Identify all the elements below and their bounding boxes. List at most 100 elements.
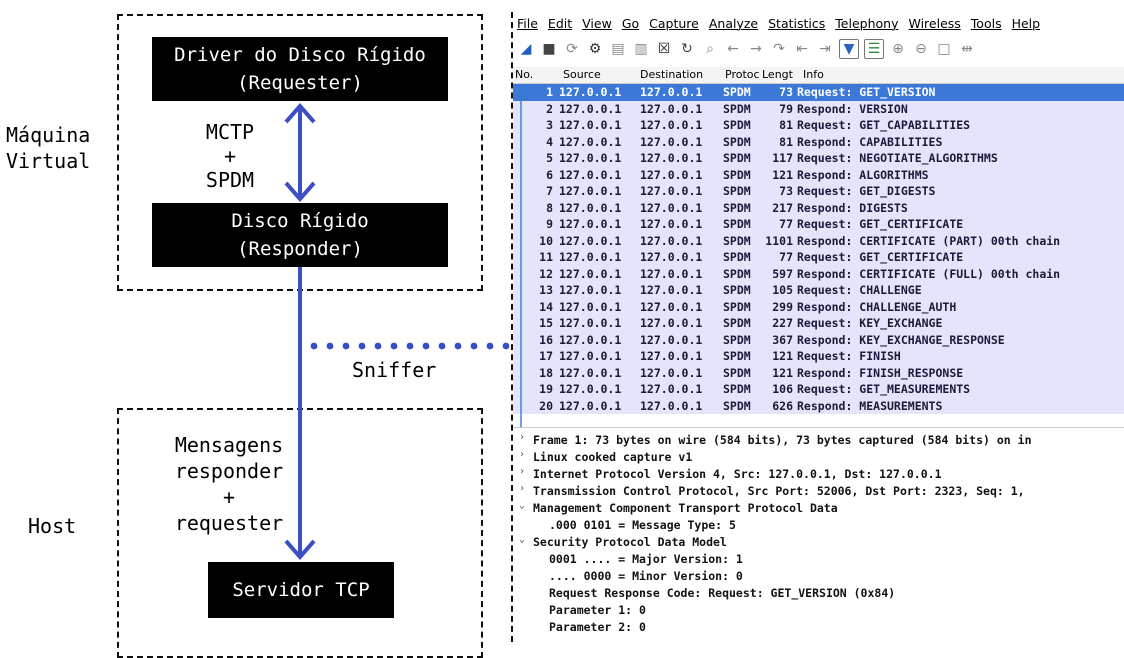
goto-icon[interactable]: ↷ [773,41,785,57]
detail-row[interactable]: Parameter 1: 0 [513,602,1124,619]
menu-view[interactable]: View [582,16,612,31]
menu-statistics[interactable]: Statistics [768,16,826,31]
shark-fin-icon[interactable]: ◢ [520,41,532,57]
col-info[interactable]: Info [803,68,824,81]
packet-info: Request: GET_DIGESTS [797,184,936,198]
detail-row[interactable]: .... 0000 = Minor Version: 0 [513,568,1124,585]
menu-telephony[interactable]: Telephony [835,16,899,31]
save-file-icon[interactable]: ▥ [634,41,648,57]
first-icon[interactable]: ⇤ [796,41,808,57]
stop-icon[interactable]: ■ [542,41,556,57]
col-source[interactable]: Source [563,68,601,81]
vm-label: Máquina Virtual [6,123,91,173]
packet-length: 117 [772,151,793,165]
packet-source: 127.0.0.1 [559,365,622,380]
packet-source: 127.0.0.1 [559,118,622,132]
options-gear-icon[interactable]: ⚙ [588,41,602,57]
detail-row[interactable]: Request Response Code: Request: GET_VERS… [513,585,1124,602]
autoscroll-icon[interactable]: ▼ [839,39,859,59]
zoom-in-icon[interactable]: ⊕ [892,41,904,57]
detail-row[interactable]: 0001 .... = Major Version: 1 [513,551,1124,568]
packet-protocol: SPDM [723,299,751,314]
detail-row[interactable]: ›Linux cooked capture v1 [513,449,1124,466]
back-icon[interactable]: ← [727,41,739,57]
col-no[interactable]: No. [515,68,534,81]
menu-help[interactable]: Help [1011,16,1041,31]
menu-go[interactable]: Go [621,16,640,31]
packet-protocol: SPDM [723,398,751,413]
packet-source: 127.0.0.1 [559,85,622,99]
find-icon[interactable]: ⌕ [706,41,714,57]
detail-row[interactable]: Parameter 2: 0 [513,619,1124,636]
menu-capture[interactable]: Capture [649,16,699,31]
host-label: Host [28,514,77,538]
close-file-icon[interactable]: ☒ [657,41,671,57]
menu-analyze[interactable]: Analyze [708,16,759,31]
expand-arrow-icon[interactable]: › [519,483,526,494]
packet-protocol: SPDM [723,217,751,231]
expand-arrow-icon[interactable]: › [519,466,526,477]
packet-protocol: SPDM [723,233,751,248]
forward-icon[interactable]: → [750,41,762,57]
detail-row[interactable]: ›Frame 1: 73 bytes on wire (584 bits), 7… [513,432,1124,449]
packet-length: 79 [779,101,793,116]
col-protocol[interactable]: Protoc [725,68,760,81]
sniffer-dots [310,342,510,350]
menu-wireless[interactable]: Wireless [908,16,961,31]
collapse-arrow-icon[interactable]: ⌄ [519,534,526,545]
resize-columns-icon[interactable]: ⇹ [961,41,973,57]
packet-no: 9 [546,217,553,231]
detail-row[interactable]: ›Internet Protocol Version 4, Src: 127.0… [513,466,1124,483]
last-icon[interactable]: ⇥ [819,41,831,57]
menu-edit[interactable]: Edit [547,16,573,31]
packet-protocol: SPDM [723,349,751,363]
collapse-arrow-icon[interactable]: ⌄ [519,500,526,511]
detail-row[interactable]: .000 0101 = Message Type: 5 [513,517,1124,534]
open-file-icon[interactable]: ▤ [611,41,625,57]
normal-size-icon[interactable]: □ [937,41,951,57]
detail-row[interactable]: ⌄Security Protocol Data Model [513,534,1124,551]
detail-row[interactable]: ⌄Management Component Transport Protocol… [513,500,1124,517]
packet-destination: 127.0.0.1 [640,299,703,314]
packet-info: Request: CHALLENGE [797,283,922,297]
col-length[interactable]: Lengt [762,68,793,81]
reload-icon[interactable]: ↻ [681,41,693,57]
zoom-out-icon[interactable]: ⊖ [915,41,927,57]
packet-destination: 127.0.0.1 [640,151,703,165]
packet-source: 127.0.0.1 [559,167,622,182]
pane-splitter[interactable] [513,427,1124,433]
col-destination[interactable]: Destination [640,68,704,81]
expand-arrow-icon[interactable]: › [519,432,526,443]
restart-icon[interactable]: ⟳ [566,41,578,57]
detail-row[interactable]: ›Transmission Control Protocol, Src Port… [513,483,1124,500]
packet-destination: 127.0.0.1 [640,85,703,99]
detail-text: Parameter 2: 0 [549,620,646,634]
packet-info: Respond: CERTIFICATE (FULL) 00th chain [797,266,1061,281]
menu-tools[interactable]: Tools [970,16,1002,31]
packet-destination: 127.0.0.1 [640,101,703,116]
packet-no: 12 [539,266,553,281]
colorize-icon[interactable]: ☰ [864,39,884,59]
menu-file[interactable]: File [517,16,538,31]
expand-arrow-icon[interactable]: › [519,449,526,460]
